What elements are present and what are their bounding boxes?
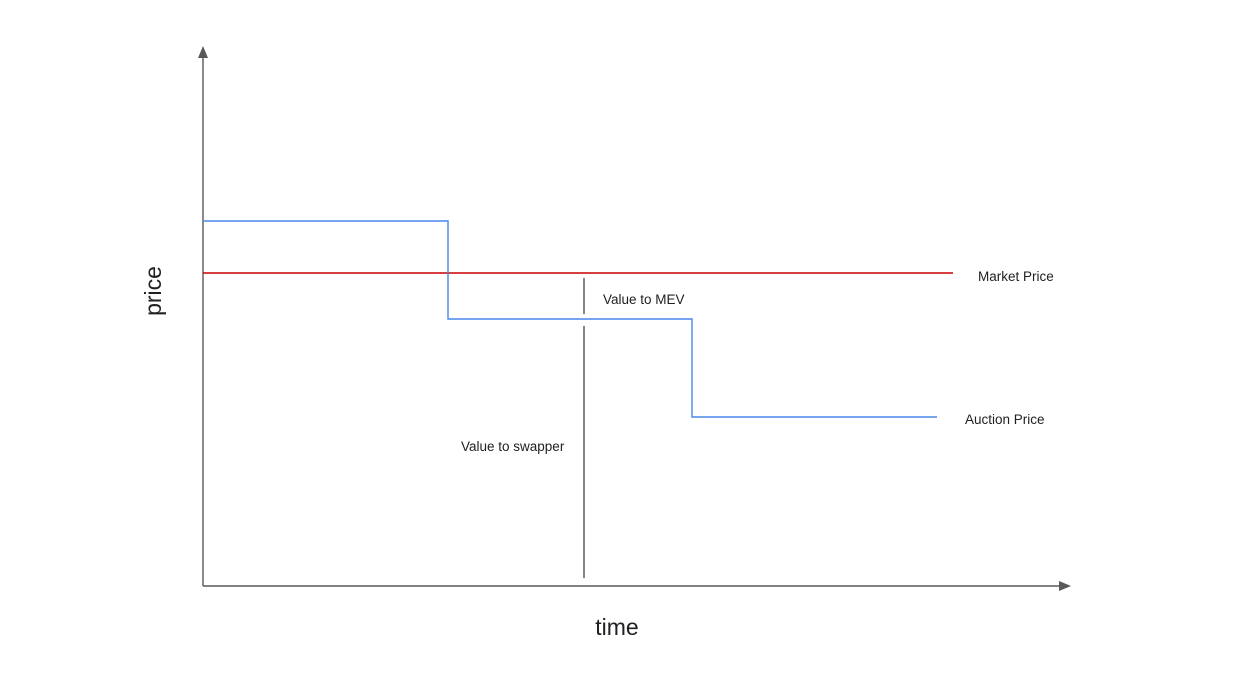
auction-price-line bbox=[203, 220, 937, 418]
auction-price-label: Auction Price bbox=[965, 412, 1045, 427]
value-to-swapper-label: Value to swapper bbox=[461, 439, 565, 454]
value-to-mev-label: Value to MEV bbox=[603, 292, 685, 307]
x-axis-label: time bbox=[595, 614, 638, 640]
y-axis-label: price bbox=[140, 266, 166, 316]
market-price-label: Market Price bbox=[978, 269, 1054, 284]
